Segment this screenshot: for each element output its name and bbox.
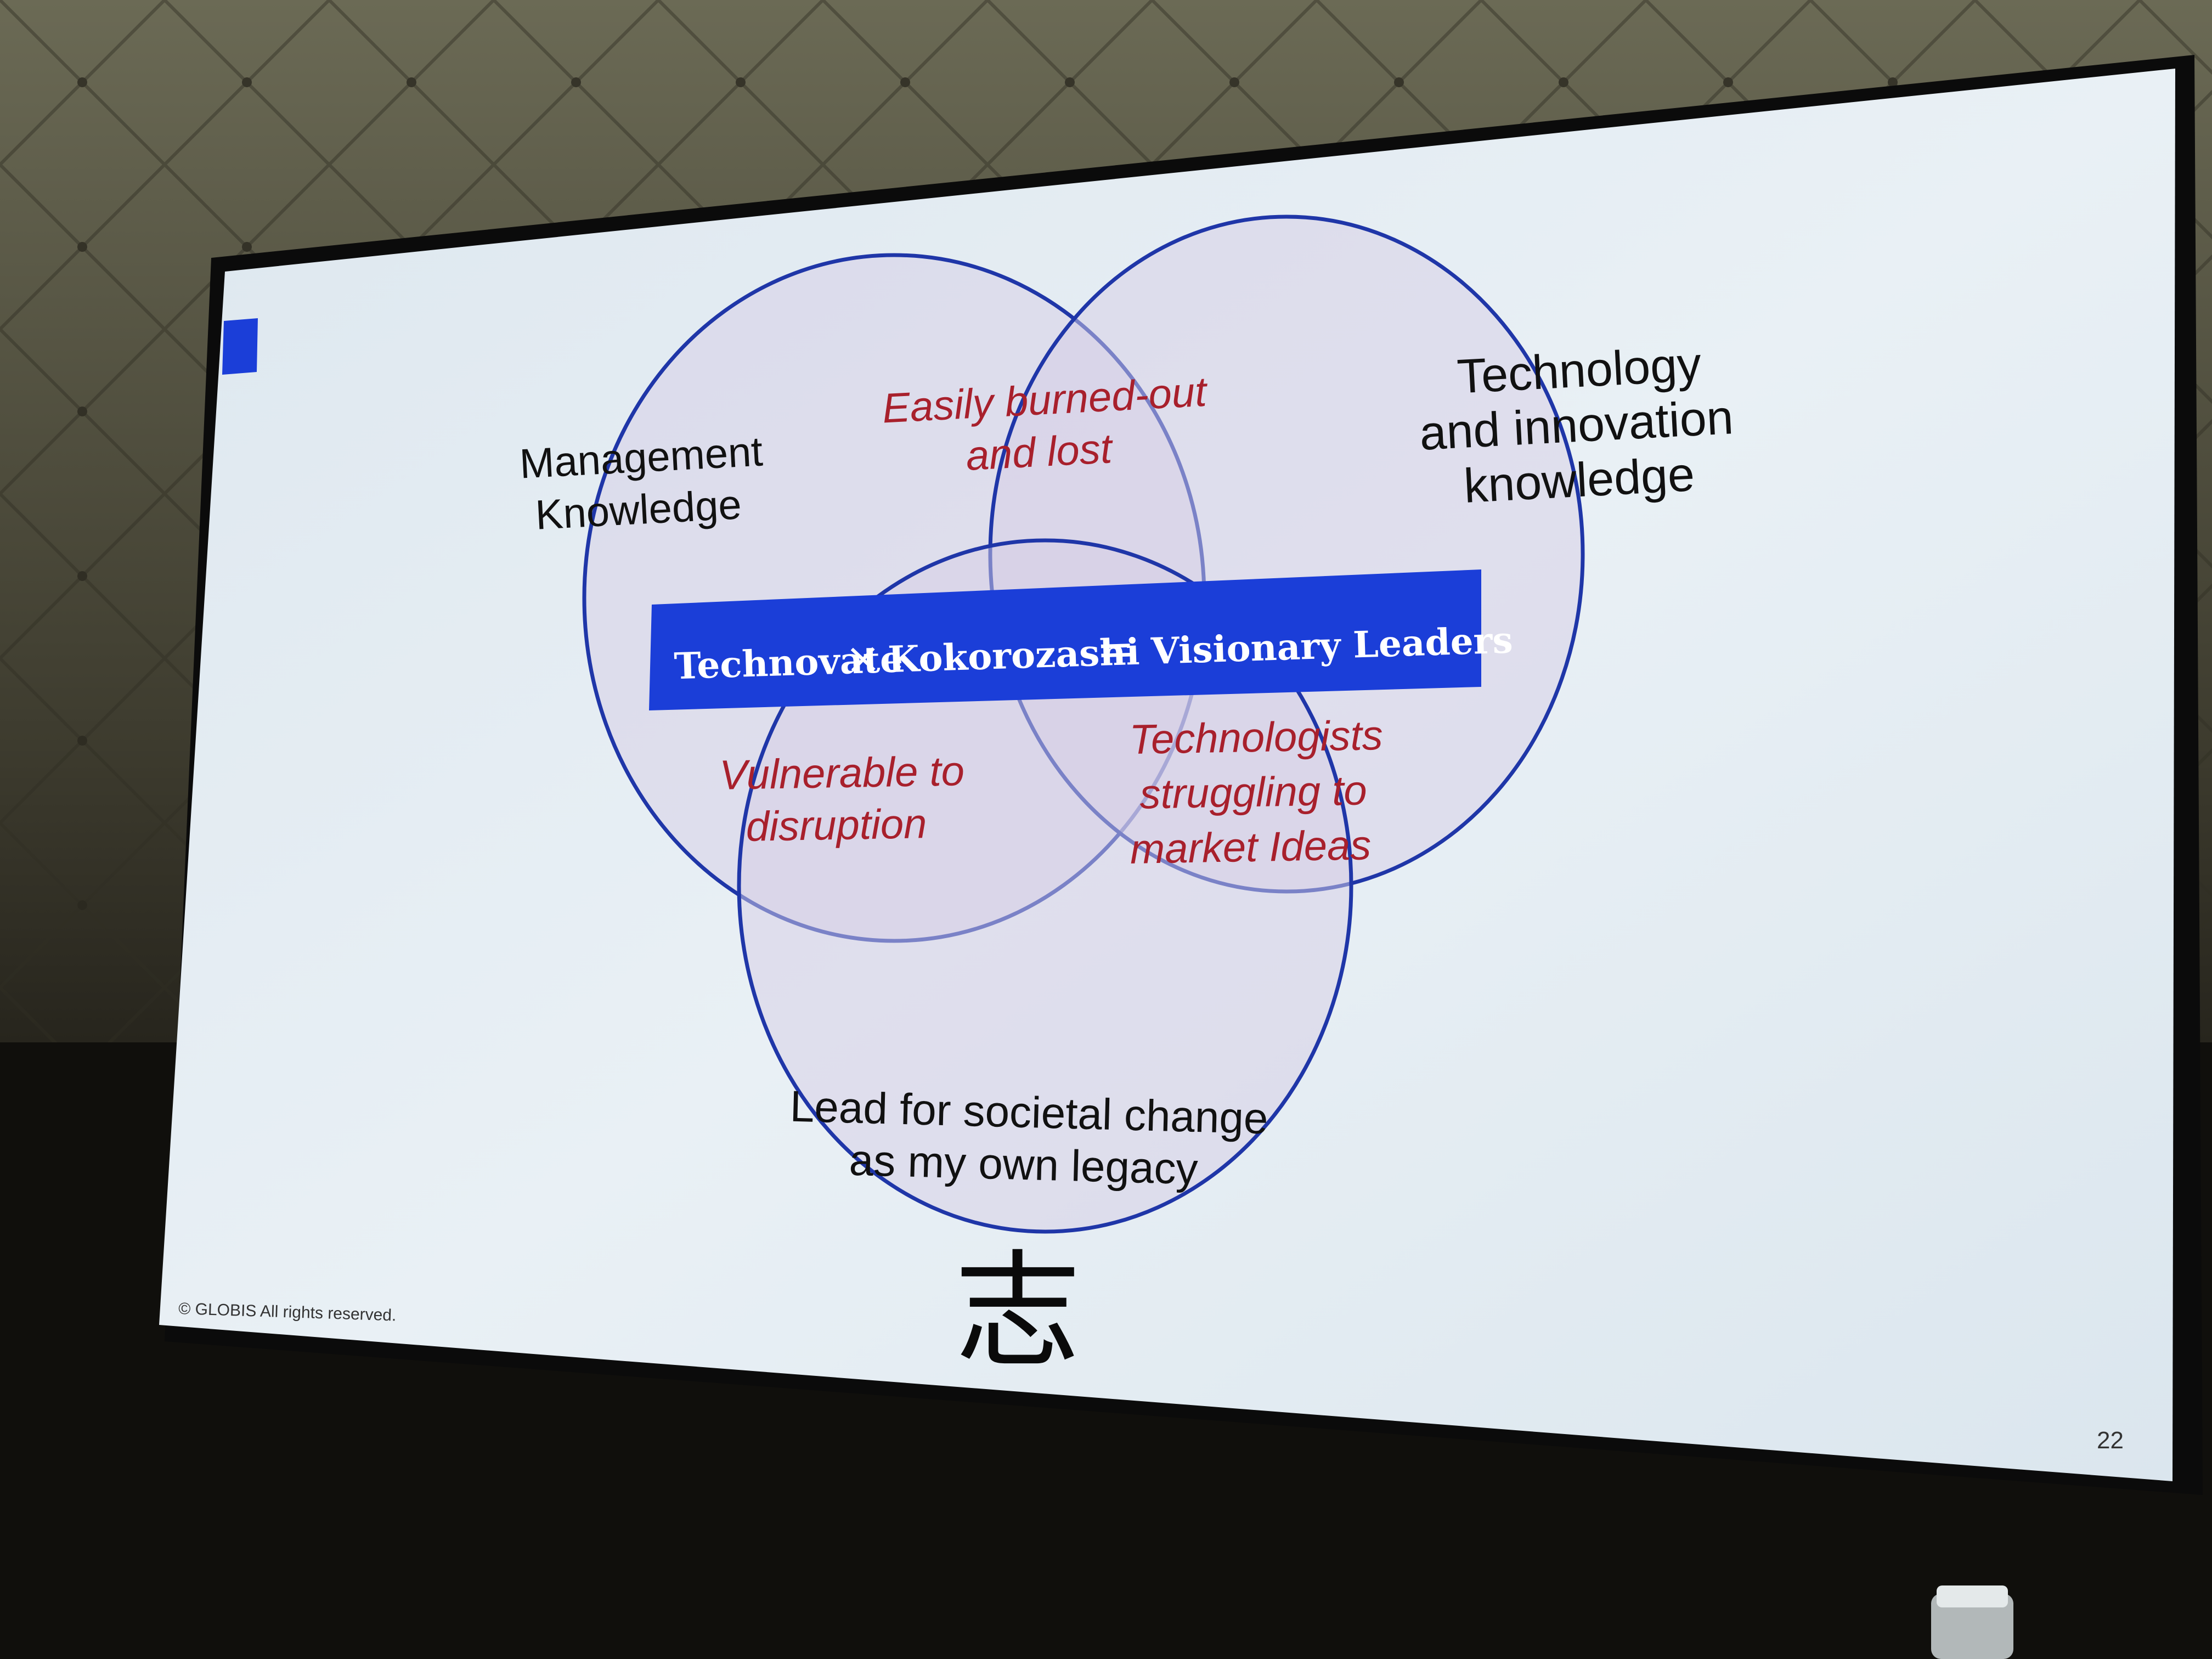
page-number: 22 — [2097, 1427, 2124, 1454]
management-line-2: Knowledge — [534, 481, 743, 539]
overlap-left-line-1: Vulnerable to — [719, 748, 965, 799]
banner-kokorozashi: Kokorozashi — [887, 630, 1140, 681]
venn-circle-societal — [737, 538, 1353, 1234]
overlap-right-line-3: market Ideas — [1130, 822, 1372, 873]
overlap-right: Technologists struggling to market Ideas — [1129, 712, 1383, 873]
banner-technovate: Technovate — [674, 637, 904, 687]
overlap-right-line-2: struggling to — [1139, 767, 1367, 817]
banner-equals-symbol: = — [1096, 622, 1136, 676]
visionary-banner: Technovate × Kokorozashi = Visionary Lea… — [649, 569, 1514, 710]
overlap-left: Vulnerable to disruption — [719, 748, 965, 850]
societal-line-2: as my own legacy — [849, 1136, 1199, 1194]
overlap-left-line-2: disruption — [746, 800, 927, 850]
label-technology-knowledge: Technology and innovation knowledge — [1418, 336, 1735, 513]
water-bottle — [1931, 1585, 2013, 1659]
technology-line-3: knowledge — [1463, 447, 1696, 513]
corner-accent — [222, 318, 258, 375]
overlap-top-line-2: and lost — [965, 425, 1115, 479]
overlap-right-line-1: Technologists — [1129, 712, 1383, 763]
kokorozashi-kanji: 志 — [955, 1239, 1081, 1385]
banner-times-symbol: × — [844, 634, 882, 684]
technology-line-1: Technology — [1456, 336, 1703, 403]
